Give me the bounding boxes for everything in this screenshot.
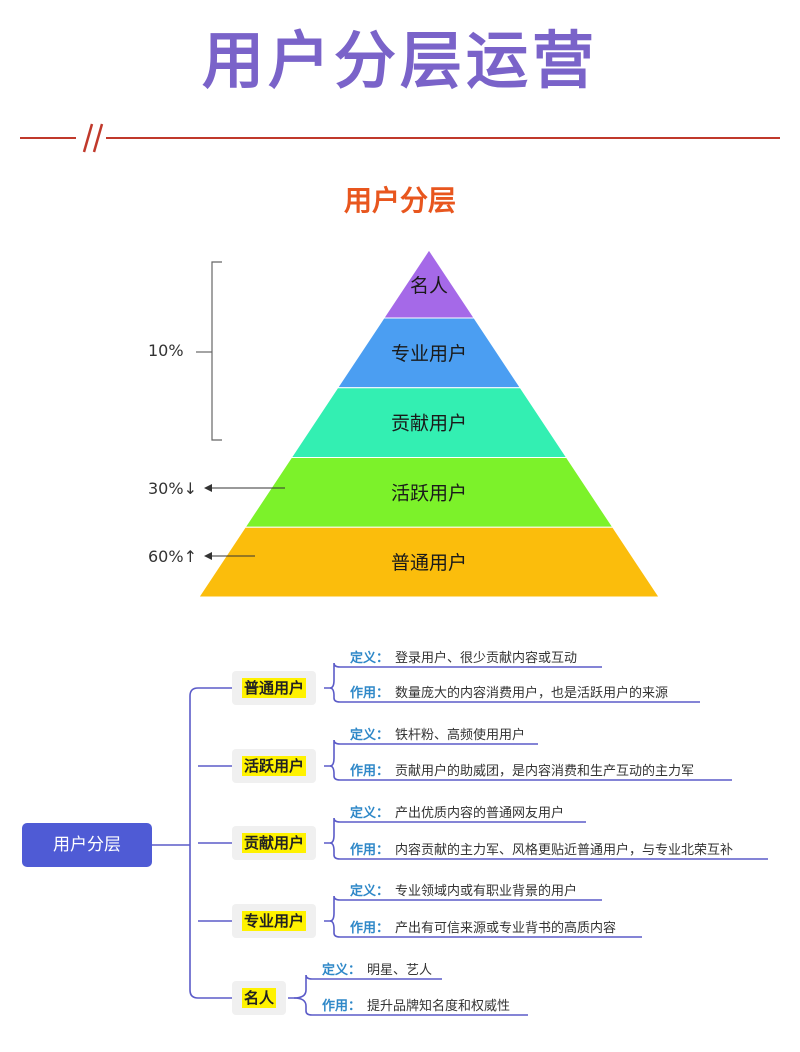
leaf-value: 提升品牌知名度和权威性 xyxy=(367,999,511,1014)
pyramid-level-label: 专业用户 xyxy=(391,343,467,365)
mindmap-category-label: 专业用户 xyxy=(242,911,307,931)
pyramid-level xyxy=(198,526,660,598)
mindmap-leaf-definition: 定义： 明星、艺人 xyxy=(322,959,432,978)
mindmap-leaf-definition: 定义： 专业领域内或有职业背景的用户 xyxy=(350,880,577,899)
leaf-key: 定义： xyxy=(350,651,390,666)
leaf-value: 铁杆粉、高频使用用户 xyxy=(395,728,526,743)
leaf-connector xyxy=(329,687,700,703)
bracket-top xyxy=(211,261,222,441)
leaf-key: 作用： xyxy=(350,921,390,936)
mindmap-category: 专业用户 xyxy=(232,904,317,938)
leaf-value: 产出有可信来源或专业背书的高质内容 xyxy=(395,921,617,936)
mindmap-leaf-definition: 定义： 登录用户、很少贡献内容或互动 xyxy=(350,647,577,666)
leaf-key: 作用： xyxy=(350,764,390,779)
arrow-normal-head xyxy=(204,552,212,560)
mindmap-connectors xyxy=(152,662,768,1016)
mindmap-leaf-definition: 定义： 铁杆粉、高频使用用户 xyxy=(350,724,525,743)
mindmap-leaf-role: 作用： 贡献用户的助威团，是内容消费和生产互动的主力军 xyxy=(350,760,694,779)
leaf-key: 作用： xyxy=(350,686,390,701)
mindmap-leaf-role: 作用： 提升品牌知名度和权威性 xyxy=(322,995,510,1014)
mindmap-category: 贡献用户 xyxy=(232,826,317,860)
page-title: 用户分层运营 xyxy=(201,24,598,97)
pyramid-level-label: 名人 xyxy=(410,275,448,297)
mindmap-category: 活跃用户 xyxy=(232,749,317,783)
mindmap-category-label: 名人 xyxy=(242,988,277,1008)
leaf-value: 产出优质内容的普通网友用户 xyxy=(395,806,565,821)
pyramid-level-label: 活跃用户 xyxy=(391,482,467,504)
leaf-key: 定义： xyxy=(322,963,362,978)
mindmap-leaf-role: 作用： 内容贡献的主力军、风格更贴近普通用户，与专业北荣互补 xyxy=(350,839,733,858)
leaf-key: 作用： xyxy=(350,843,390,858)
pyramid-level-label: 普通用户 xyxy=(391,552,467,574)
leaf-value: 专业领域内或有职业背景的用户 xyxy=(395,884,578,899)
mindmap-category: 名人 xyxy=(232,981,287,1015)
leaf-key: 定义： xyxy=(350,806,390,821)
pyramid-level-label: 贡献用户 xyxy=(391,413,467,435)
mindmap-leaf-role: 作用： 数量庞大的内容消费用户，也是活跃用户的来源 xyxy=(350,682,668,701)
leaf-connector xyxy=(293,997,528,1016)
mindmap-category-label: 普通用户 xyxy=(242,678,307,698)
mindmap-root: 用户分层 xyxy=(22,823,152,867)
leaf-value: 明星、艺人 xyxy=(367,963,433,978)
leaf-value: 贡献用户的助威团，是内容消费和生产互动的主力军 xyxy=(395,764,695,779)
arrow-active-head xyxy=(204,484,212,492)
leaf-connector xyxy=(329,842,768,860)
leaf-connector xyxy=(329,765,732,781)
leaf-value: 内容贡献的主力军、风格更贴近普通用户，与专业北荣互补 xyxy=(395,843,734,858)
mindmap-leaf-role: 作用： 产出有可信来源或专业背书的高质内容 xyxy=(350,917,616,936)
mindmap-leaf-definition: 定义： 产出优质内容的普通网友用户 xyxy=(350,802,564,821)
section-title-text: 用户分层 xyxy=(343,184,456,217)
leaf-key: 作用： xyxy=(322,999,362,1014)
mindmap-category: 普通用户 xyxy=(232,671,317,705)
pct-active: 30%↓ xyxy=(148,479,197,498)
leaf-value: 登录用户、很少贡献内容或互动 xyxy=(395,651,578,666)
leaf-connector xyxy=(288,974,442,999)
leaf-key: 定义： xyxy=(350,884,390,899)
mindmap-category-label: 贡献用户 xyxy=(242,833,307,853)
mindmap-category-label: 活跃用户 xyxy=(242,756,307,776)
pct-top: 10% xyxy=(148,341,184,360)
pct-normal: 60%↑ xyxy=(148,547,197,566)
title-divider xyxy=(20,123,780,153)
trunk-connector xyxy=(189,687,199,999)
section-title: 用户分层 xyxy=(330,178,470,224)
leaf-key: 定义： xyxy=(350,728,390,743)
leaf-connector xyxy=(329,920,642,938)
leaf-value: 数量庞大的内容消费用户，也是活跃用户的来源 xyxy=(395,686,669,701)
